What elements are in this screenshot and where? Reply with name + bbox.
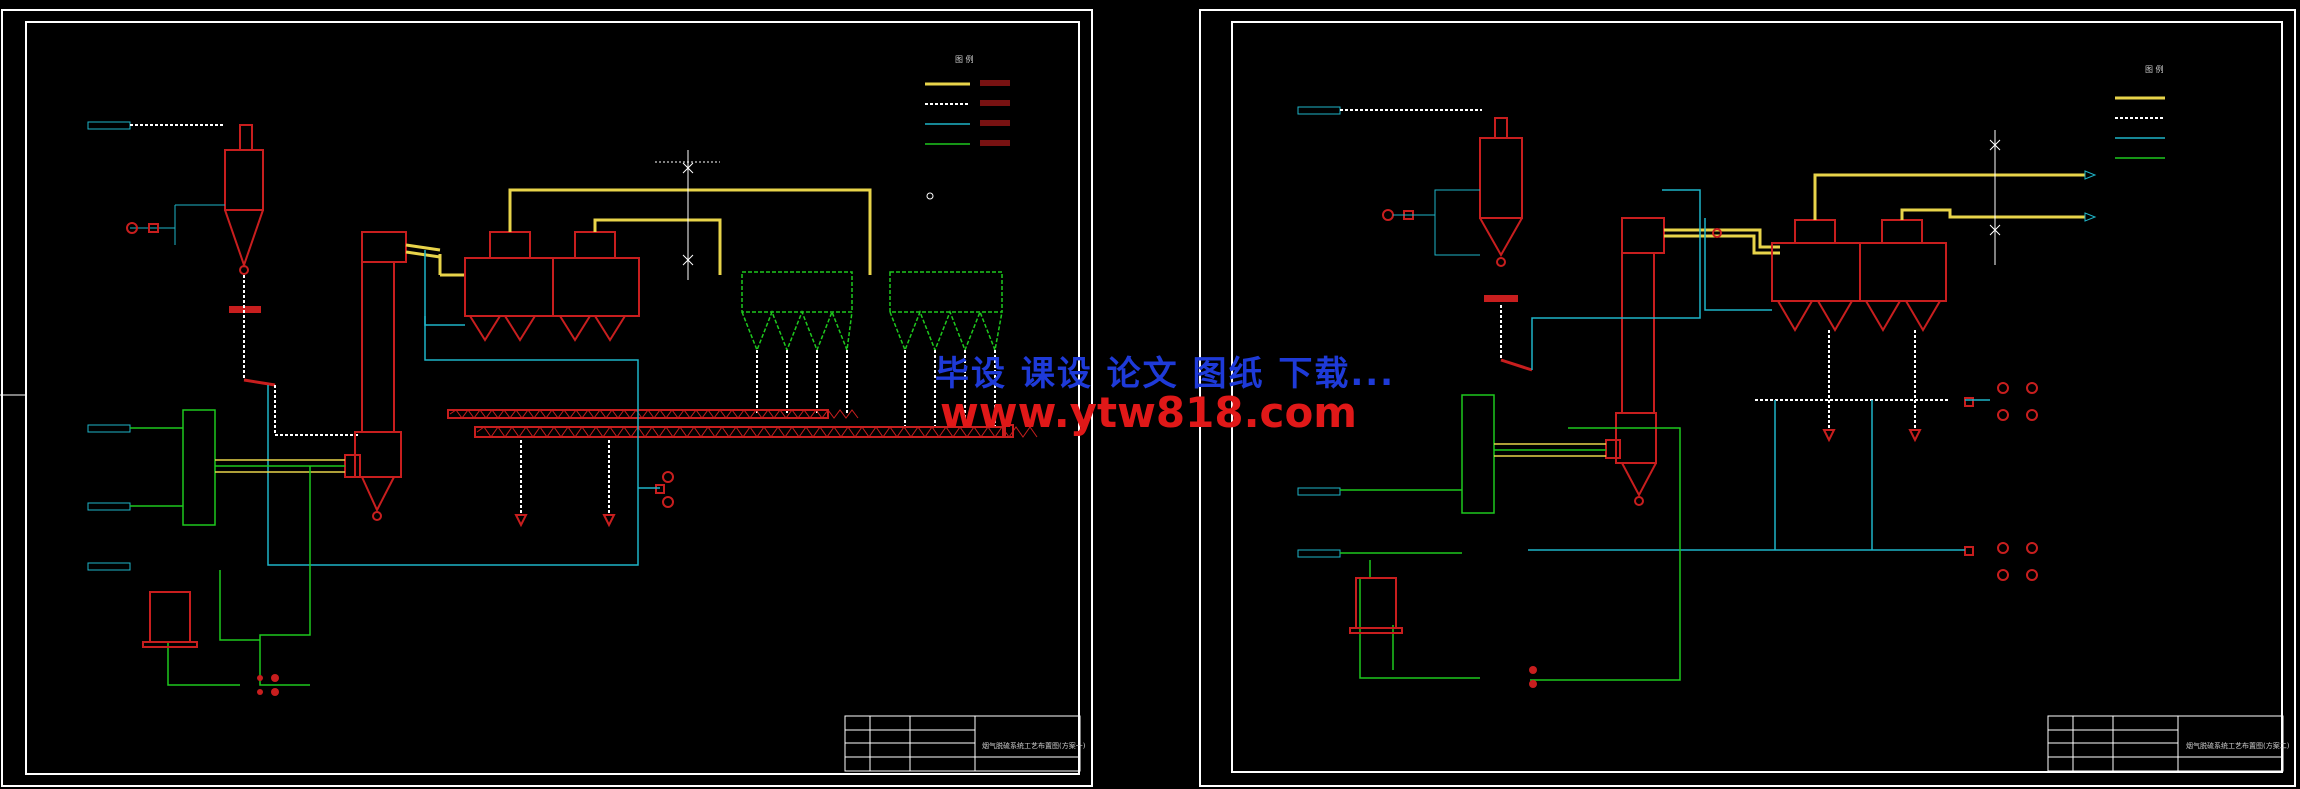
sheet-1-absorber-tower xyxy=(344,231,407,521)
sheet-1: 图 例 xyxy=(0,9,1093,787)
sheet-1-pumps xyxy=(514,471,674,528)
sheet-2-lime-silo xyxy=(1479,117,1523,302)
sheet-2-tank xyxy=(1349,577,1403,634)
legend-title: 图 例 xyxy=(955,54,974,64)
sheet-2-outer-frame xyxy=(1199,9,2296,787)
sheet-1-lime-silo xyxy=(224,124,264,313)
sheet-2-pumps xyxy=(1822,382,2038,581)
sheet-1-legend: 图 例 xyxy=(925,54,1010,200)
sheet-2-title-block xyxy=(2047,715,2284,772)
sheet-1-ash-silos xyxy=(741,271,1003,353)
sheet-2-legend: 图 例 xyxy=(2115,64,2165,159)
sheet-1-inner-frame xyxy=(25,21,1080,775)
sheet-1-title-block xyxy=(844,715,1081,772)
sheet-2: 图 例 xyxy=(1199,9,2296,787)
sheet-2-absorber-tower xyxy=(1605,217,1665,506)
watermark-url[interactable]: www.ytw818.com xyxy=(940,388,1358,437)
watermark-text: 毕设 课设 论文 图纸 下载... xyxy=(935,354,1396,394)
sheet-2-inner-frame xyxy=(1231,21,2283,773)
sheet-2-title-text: 烟气脱硫系统工艺布置图(方案二) xyxy=(2186,741,2290,750)
sheet-2-bag-filters xyxy=(1771,219,1947,332)
legend-title-2: 图 例 xyxy=(2145,64,2164,74)
sheet-1-bag-filters xyxy=(464,231,640,342)
sheet-1-tank xyxy=(142,591,198,648)
sheet-1-outer-frame xyxy=(1,9,1093,787)
sheet-1-title-text: 烟气脱硫系统工艺布置图(方案一) xyxy=(982,741,1086,750)
